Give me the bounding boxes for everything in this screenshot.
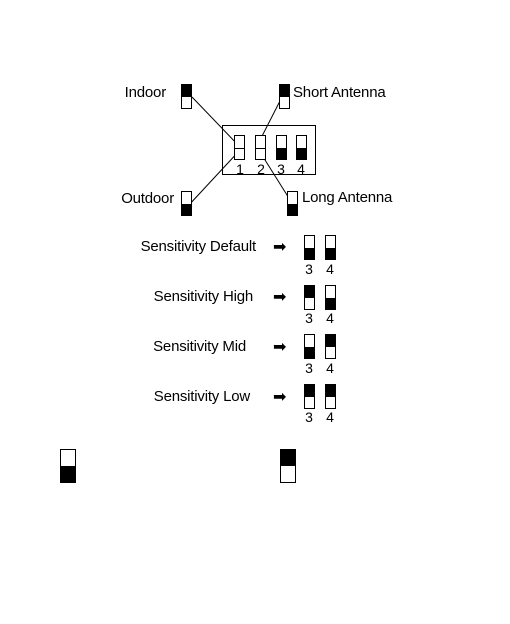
sensitivity-default-switch-3	[304, 235, 315, 260]
outdoor-label: Outdoor	[110, 190, 174, 208]
long-antenna-switch-indicator	[287, 191, 298, 216]
dip-number-1: 1	[234, 162, 246, 176]
sensitivity-mid-number-3: 3	[303, 361, 315, 375]
sensitivity-default-number-3: 3	[303, 262, 315, 276]
sensitivity-high-label: Sensitivity High	[100, 288, 253, 306]
sensitivity-low-number-4: 4	[324, 410, 336, 424]
dip-switch-2	[255, 135, 266, 160]
sensitivity-default-arrow: ➡	[273, 239, 286, 255]
sensitivity-high-switch-3	[304, 285, 315, 310]
sensitivity-mid-switch-4	[325, 334, 336, 359]
dip-number-2: 2	[255, 162, 267, 176]
dip-switch-1	[234, 135, 245, 160]
sensitivity-default-number-4: 4	[324, 262, 336, 276]
dip-switch-4	[296, 135, 307, 160]
sensitivity-mid-arrow: ➡	[273, 339, 286, 355]
sensitivity-high-arrow: ➡	[273, 289, 286, 305]
dip-number-4: 4	[295, 162, 307, 176]
sensitivity-low-number-3: 3	[303, 410, 315, 424]
legend-switch-up	[280, 449, 296, 483]
indoor-label: Indoor	[110, 84, 166, 102]
sensitivity-default-switch-4	[325, 235, 336, 260]
sensitivity-mid-label: Sensitivity Mid	[100, 338, 246, 356]
sensitivity-low-arrow: ➡	[273, 389, 286, 405]
sensitivity-mid-number-4: 4	[324, 361, 336, 375]
legend-switch-down	[60, 449, 76, 483]
sensitivity-low-switch-4	[325, 384, 336, 409]
short-antenna-label: Short Antenna	[293, 84, 385, 102]
dip-number-3: 3	[275, 162, 287, 176]
outdoor-switch-indicator	[181, 191, 192, 216]
sensitivity-high-number-4: 4	[324, 311, 336, 325]
sensitivity-high-number-3: 3	[303, 311, 315, 325]
indoor-switch-indicator	[181, 84, 192, 109]
sensitivity-mid-switch-3	[304, 334, 315, 359]
sensitivity-low-switch-3	[304, 384, 315, 409]
sensitivity-high-switch-4	[325, 285, 336, 310]
dip-switch-3	[276, 135, 287, 160]
sensitivity-default-label: Sensitivity Default	[100, 238, 256, 256]
short-antenna-switch-indicator	[279, 84, 290, 109]
long-antenna-label: Long Antenna	[302, 189, 392, 207]
sensitivity-low-label: Sensitivity Low	[100, 388, 250, 406]
